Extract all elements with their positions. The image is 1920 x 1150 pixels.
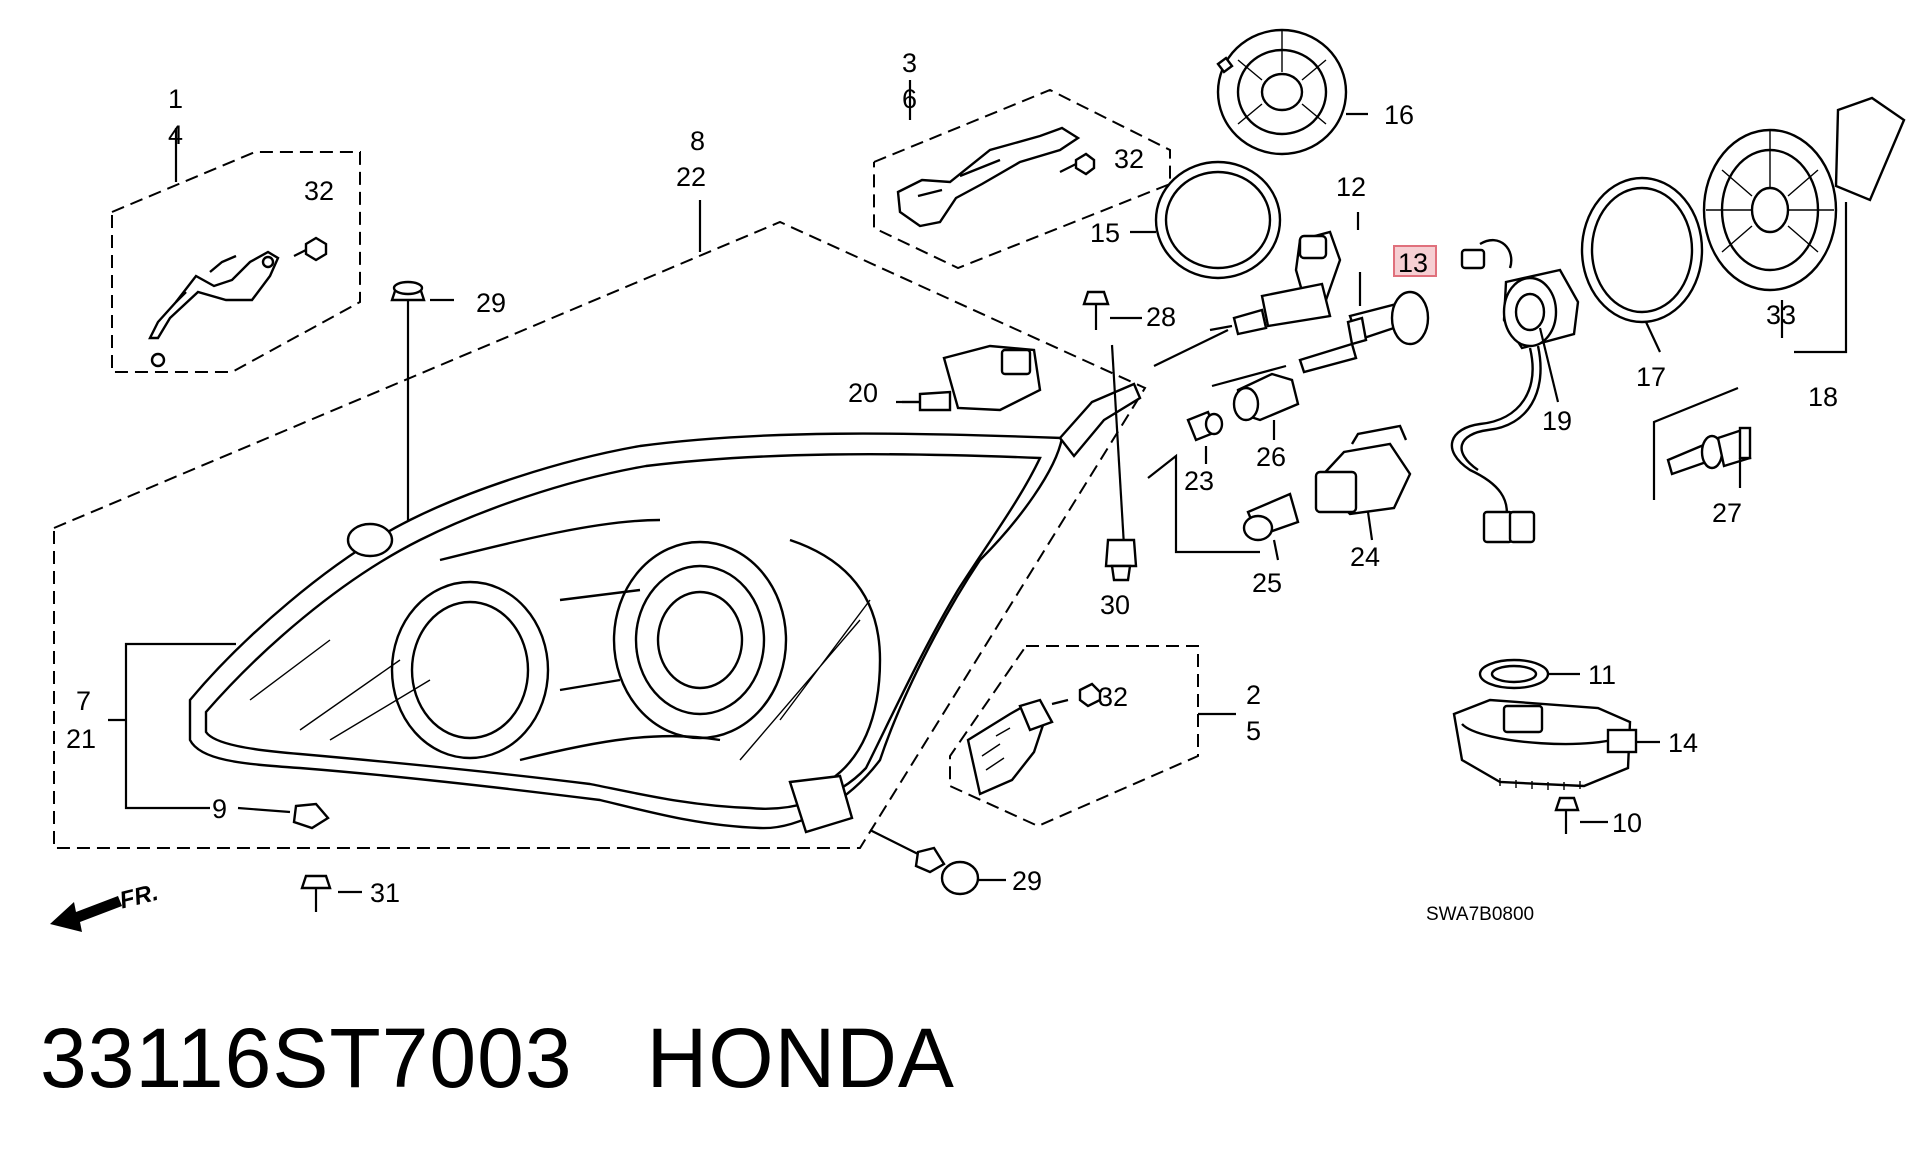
label-30: 30 bbox=[1100, 590, 1130, 620]
label-11: 11 bbox=[1588, 660, 1616, 690]
bracket-lower-right-group bbox=[949, 645, 1236, 828]
bulb-27-group bbox=[1652, 386, 1752, 500]
label-28: 28 bbox=[1146, 302, 1176, 332]
label-26: 26 bbox=[1256, 442, 1286, 472]
label-33: 33 bbox=[1766, 300, 1796, 330]
headlight-housing bbox=[53, 200, 1147, 849]
small-bulbs-group bbox=[1147, 372, 1412, 561]
bulb-12 bbox=[1153, 212, 1360, 367]
label-12: 12 bbox=[1336, 172, 1366, 202]
label-7: 7 bbox=[76, 686, 91, 716]
label-29-a: 29 bbox=[476, 288, 506, 318]
label-22: 22 bbox=[676, 162, 706, 192]
label-1: 1 bbox=[168, 84, 183, 114]
diagram-code: SWA7B0800 bbox=[1426, 904, 1534, 925]
label-27: 27 bbox=[1712, 498, 1742, 528]
label-20: 20 bbox=[848, 378, 878, 408]
screw-28-clip-30 bbox=[1082, 290, 1142, 582]
footer-caption: 33116ST7003 HONDA bbox=[40, 1010, 955, 1107]
label-21: 21 bbox=[66, 724, 96, 754]
bulb-13 bbox=[1211, 272, 1430, 388]
label-9: 9 bbox=[212, 794, 227, 824]
label-2: 2 bbox=[1246, 680, 1261, 710]
bracket-upper-center-group bbox=[873, 80, 1171, 270]
label-23: 23 bbox=[1184, 466, 1214, 496]
actuator-20 bbox=[896, 344, 1042, 412]
label-5: 5 bbox=[1246, 716, 1261, 746]
label-6: 6 bbox=[902, 84, 917, 114]
bracket-upper-left-group bbox=[111, 128, 361, 373]
fr-label: FR. bbox=[117, 879, 161, 915]
ballast-14-group bbox=[1452, 658, 1660, 834]
ring-15-cover-16 bbox=[1130, 28, 1368, 280]
igniter-19 bbox=[1450, 238, 1580, 544]
label-3: 3 bbox=[902, 48, 917, 78]
label-13: 13 bbox=[1398, 248, 1428, 278]
highlight-13-box bbox=[1393, 245, 1437, 277]
label-10: 10 bbox=[1612, 808, 1642, 838]
label-4: 4 bbox=[168, 120, 183, 150]
label-31: 31 bbox=[370, 878, 400, 908]
label-15: 15 bbox=[1090, 218, 1120, 248]
label-19: 19 bbox=[1542, 406, 1572, 436]
left-bracket-group bbox=[108, 642, 330, 830]
label-24: 24 bbox=[1350, 542, 1380, 572]
label-25: 25 bbox=[1252, 568, 1282, 598]
bolts-bottom bbox=[300, 829, 1006, 912]
part-number: 33116ST7003 bbox=[40, 1011, 573, 1105]
label-17: 17 bbox=[1636, 362, 1666, 392]
fr-arrow-icon: FR. bbox=[50, 879, 161, 932]
ring-17-cover-33 bbox=[1580, 96, 1906, 354]
label-18: 18 bbox=[1808, 382, 1838, 412]
label-32-c: 32 bbox=[1098, 682, 1128, 712]
brand-name: HONDA bbox=[646, 1011, 955, 1105]
label-29-b: 29 bbox=[1012, 866, 1042, 896]
label-32-b: 32 bbox=[1114, 144, 1144, 174]
label-16: 16 bbox=[1384, 100, 1414, 130]
label-8: 8 bbox=[690, 126, 705, 156]
label-32-a: 32 bbox=[304, 176, 334, 206]
label-14: 14 bbox=[1668, 728, 1698, 758]
bolt-29-top bbox=[390, 280, 454, 520]
